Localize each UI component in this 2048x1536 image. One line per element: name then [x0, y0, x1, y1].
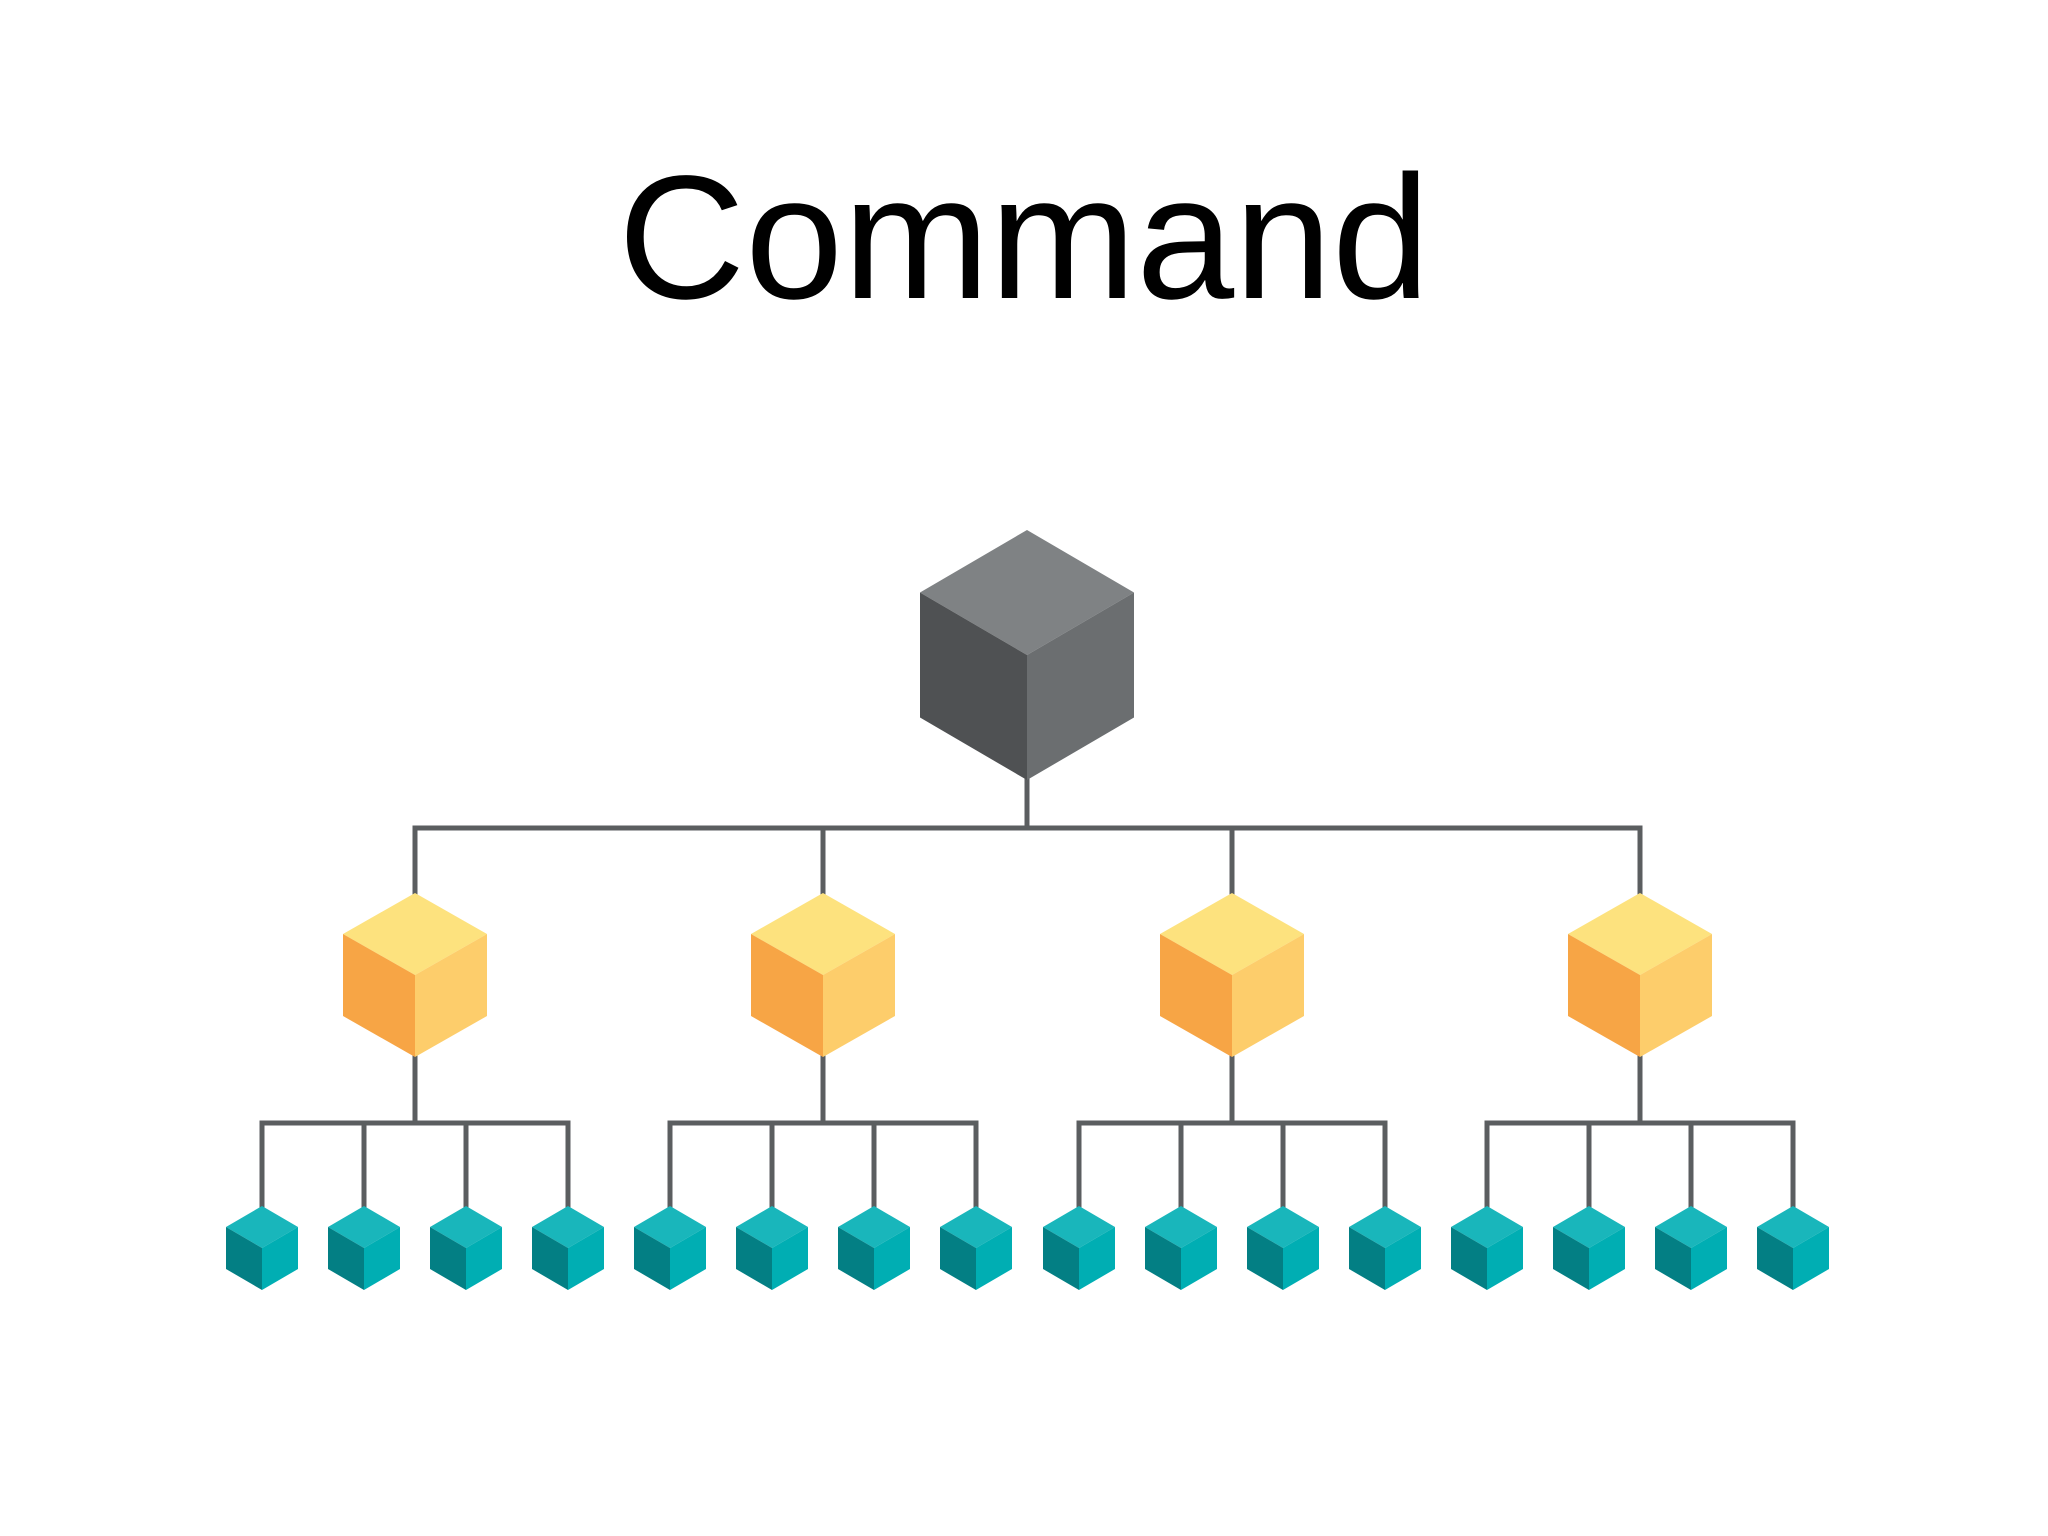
- nodes: [226, 530, 1829, 1290]
- cube-right-face: [466, 1227, 502, 1290]
- cube-right-face: [823, 934, 895, 1057]
- cube-left-face: [920, 592, 1027, 780]
- cube-left-face: [1247, 1227, 1283, 1290]
- cube-right-face: [670, 1227, 706, 1290]
- cube-left-face: [1043, 1227, 1079, 1290]
- cube-right-face: [1181, 1227, 1217, 1290]
- connectors: [259, 772, 1796, 1218]
- cube-right-face: [1640, 934, 1712, 1057]
- cube-left-face: [940, 1227, 976, 1290]
- cube-right-face: [1385, 1227, 1421, 1290]
- middle-node-2-cube-icon: [751, 893, 895, 1057]
- cube-right-face: [262, 1227, 298, 1290]
- cube-left-face: [226, 1227, 262, 1290]
- cube-right-face: [874, 1227, 910, 1290]
- cube-right-face: [772, 1227, 808, 1290]
- leaf-node-4-4-cube-icon: [1757, 1206, 1829, 1290]
- leaf-node-1-1-cube-icon: [226, 1206, 298, 1290]
- cube-left-face: [1160, 934, 1232, 1057]
- cube-left-face: [1349, 1227, 1385, 1290]
- cube-right-face: [1589, 1227, 1625, 1290]
- cube-left-face: [634, 1227, 670, 1290]
- cube-left-face: [532, 1227, 568, 1290]
- cube-left-face: [1655, 1227, 1691, 1290]
- leaf-node-1-3-cube-icon: [430, 1206, 502, 1290]
- cube-right-face: [415, 934, 487, 1057]
- leaf-node-2-4-cube-icon: [940, 1206, 1012, 1290]
- cube-right-face: [976, 1227, 1012, 1290]
- cube-left-face: [430, 1227, 466, 1290]
- leaf-node-3-2-cube-icon: [1145, 1206, 1217, 1290]
- leaf-node-2-3-cube-icon: [838, 1206, 910, 1290]
- cube-left-face: [1757, 1227, 1793, 1290]
- cube-left-face: [328, 1227, 364, 1290]
- leaf-node-2-2-cube-icon: [736, 1206, 808, 1290]
- middle-node-1-cube-icon: [343, 893, 487, 1057]
- leaf-node-1-2-cube-icon: [328, 1206, 400, 1290]
- leaf-node-3-1-cube-icon: [1043, 1206, 1115, 1290]
- cube-left-face: [1568, 934, 1640, 1057]
- leaf-node-4-2-cube-icon: [1553, 1206, 1625, 1290]
- leaf-node-4-3-cube-icon: [1655, 1206, 1727, 1290]
- cube-right-face: [1079, 1227, 1115, 1290]
- cube-left-face: [1553, 1227, 1589, 1290]
- cube-left-face: [1145, 1227, 1181, 1290]
- cube-right-face: [1691, 1227, 1727, 1290]
- cube-left-face: [751, 934, 823, 1057]
- cube-left-face: [736, 1227, 772, 1290]
- cube-right-face: [1487, 1227, 1523, 1290]
- leaf-node-3-3-cube-icon: [1247, 1206, 1319, 1290]
- cube-left-face: [343, 934, 415, 1057]
- cube-right-face: [1793, 1227, 1829, 1290]
- cube-right-face: [1283, 1227, 1319, 1290]
- root-node-cube-icon: [920, 530, 1134, 780]
- leaf-node-4-1-cube-icon: [1451, 1206, 1523, 1290]
- middle-node-4-cube-icon: [1568, 893, 1712, 1057]
- cube-right-face: [364, 1227, 400, 1290]
- middle-node-3-cube-icon: [1160, 893, 1304, 1057]
- cube-right-face: [568, 1227, 604, 1290]
- leaf-node-2-1-cube-icon: [634, 1206, 706, 1290]
- cube-left-face: [1451, 1227, 1487, 1290]
- cube-right-face: [1027, 592, 1134, 780]
- cube-left-face: [838, 1227, 874, 1290]
- cube-right-face: [1232, 934, 1304, 1057]
- slide-title: Command: [618, 140, 1430, 336]
- leaf-node-3-4-cube-icon: [1349, 1206, 1421, 1290]
- leaf-node-1-4-cube-icon: [532, 1206, 604, 1290]
